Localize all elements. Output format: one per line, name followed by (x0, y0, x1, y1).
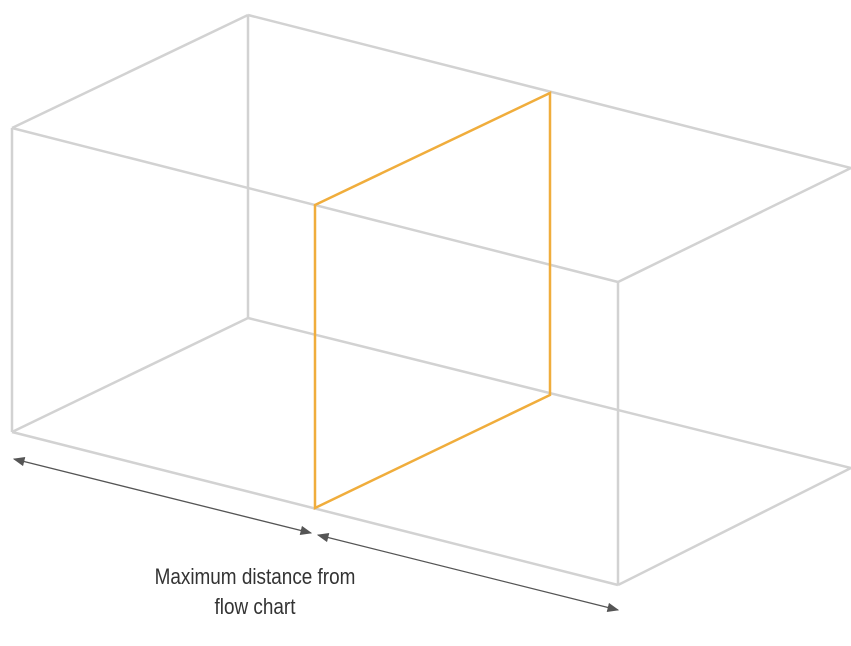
box-edge-top-back (247, 13, 851, 170)
box-edge-right-top (617, 166, 851, 284)
dimension-caption: Maximum distance from flow chart (122, 562, 389, 622)
dimension-arrow-left (12, 457, 313, 535)
caption-line-2: flow chart (214, 594, 296, 619)
box-edge-top-left (11, 13, 249, 130)
caption-line-1: Maximum distance from (154, 564, 356, 589)
box-edge-right-bottom (617, 466, 851, 587)
highlight-plane (313, 91, 552, 510)
box-edge-bottom-left (11, 316, 249, 434)
dimension-arrow-right (316, 533, 620, 612)
